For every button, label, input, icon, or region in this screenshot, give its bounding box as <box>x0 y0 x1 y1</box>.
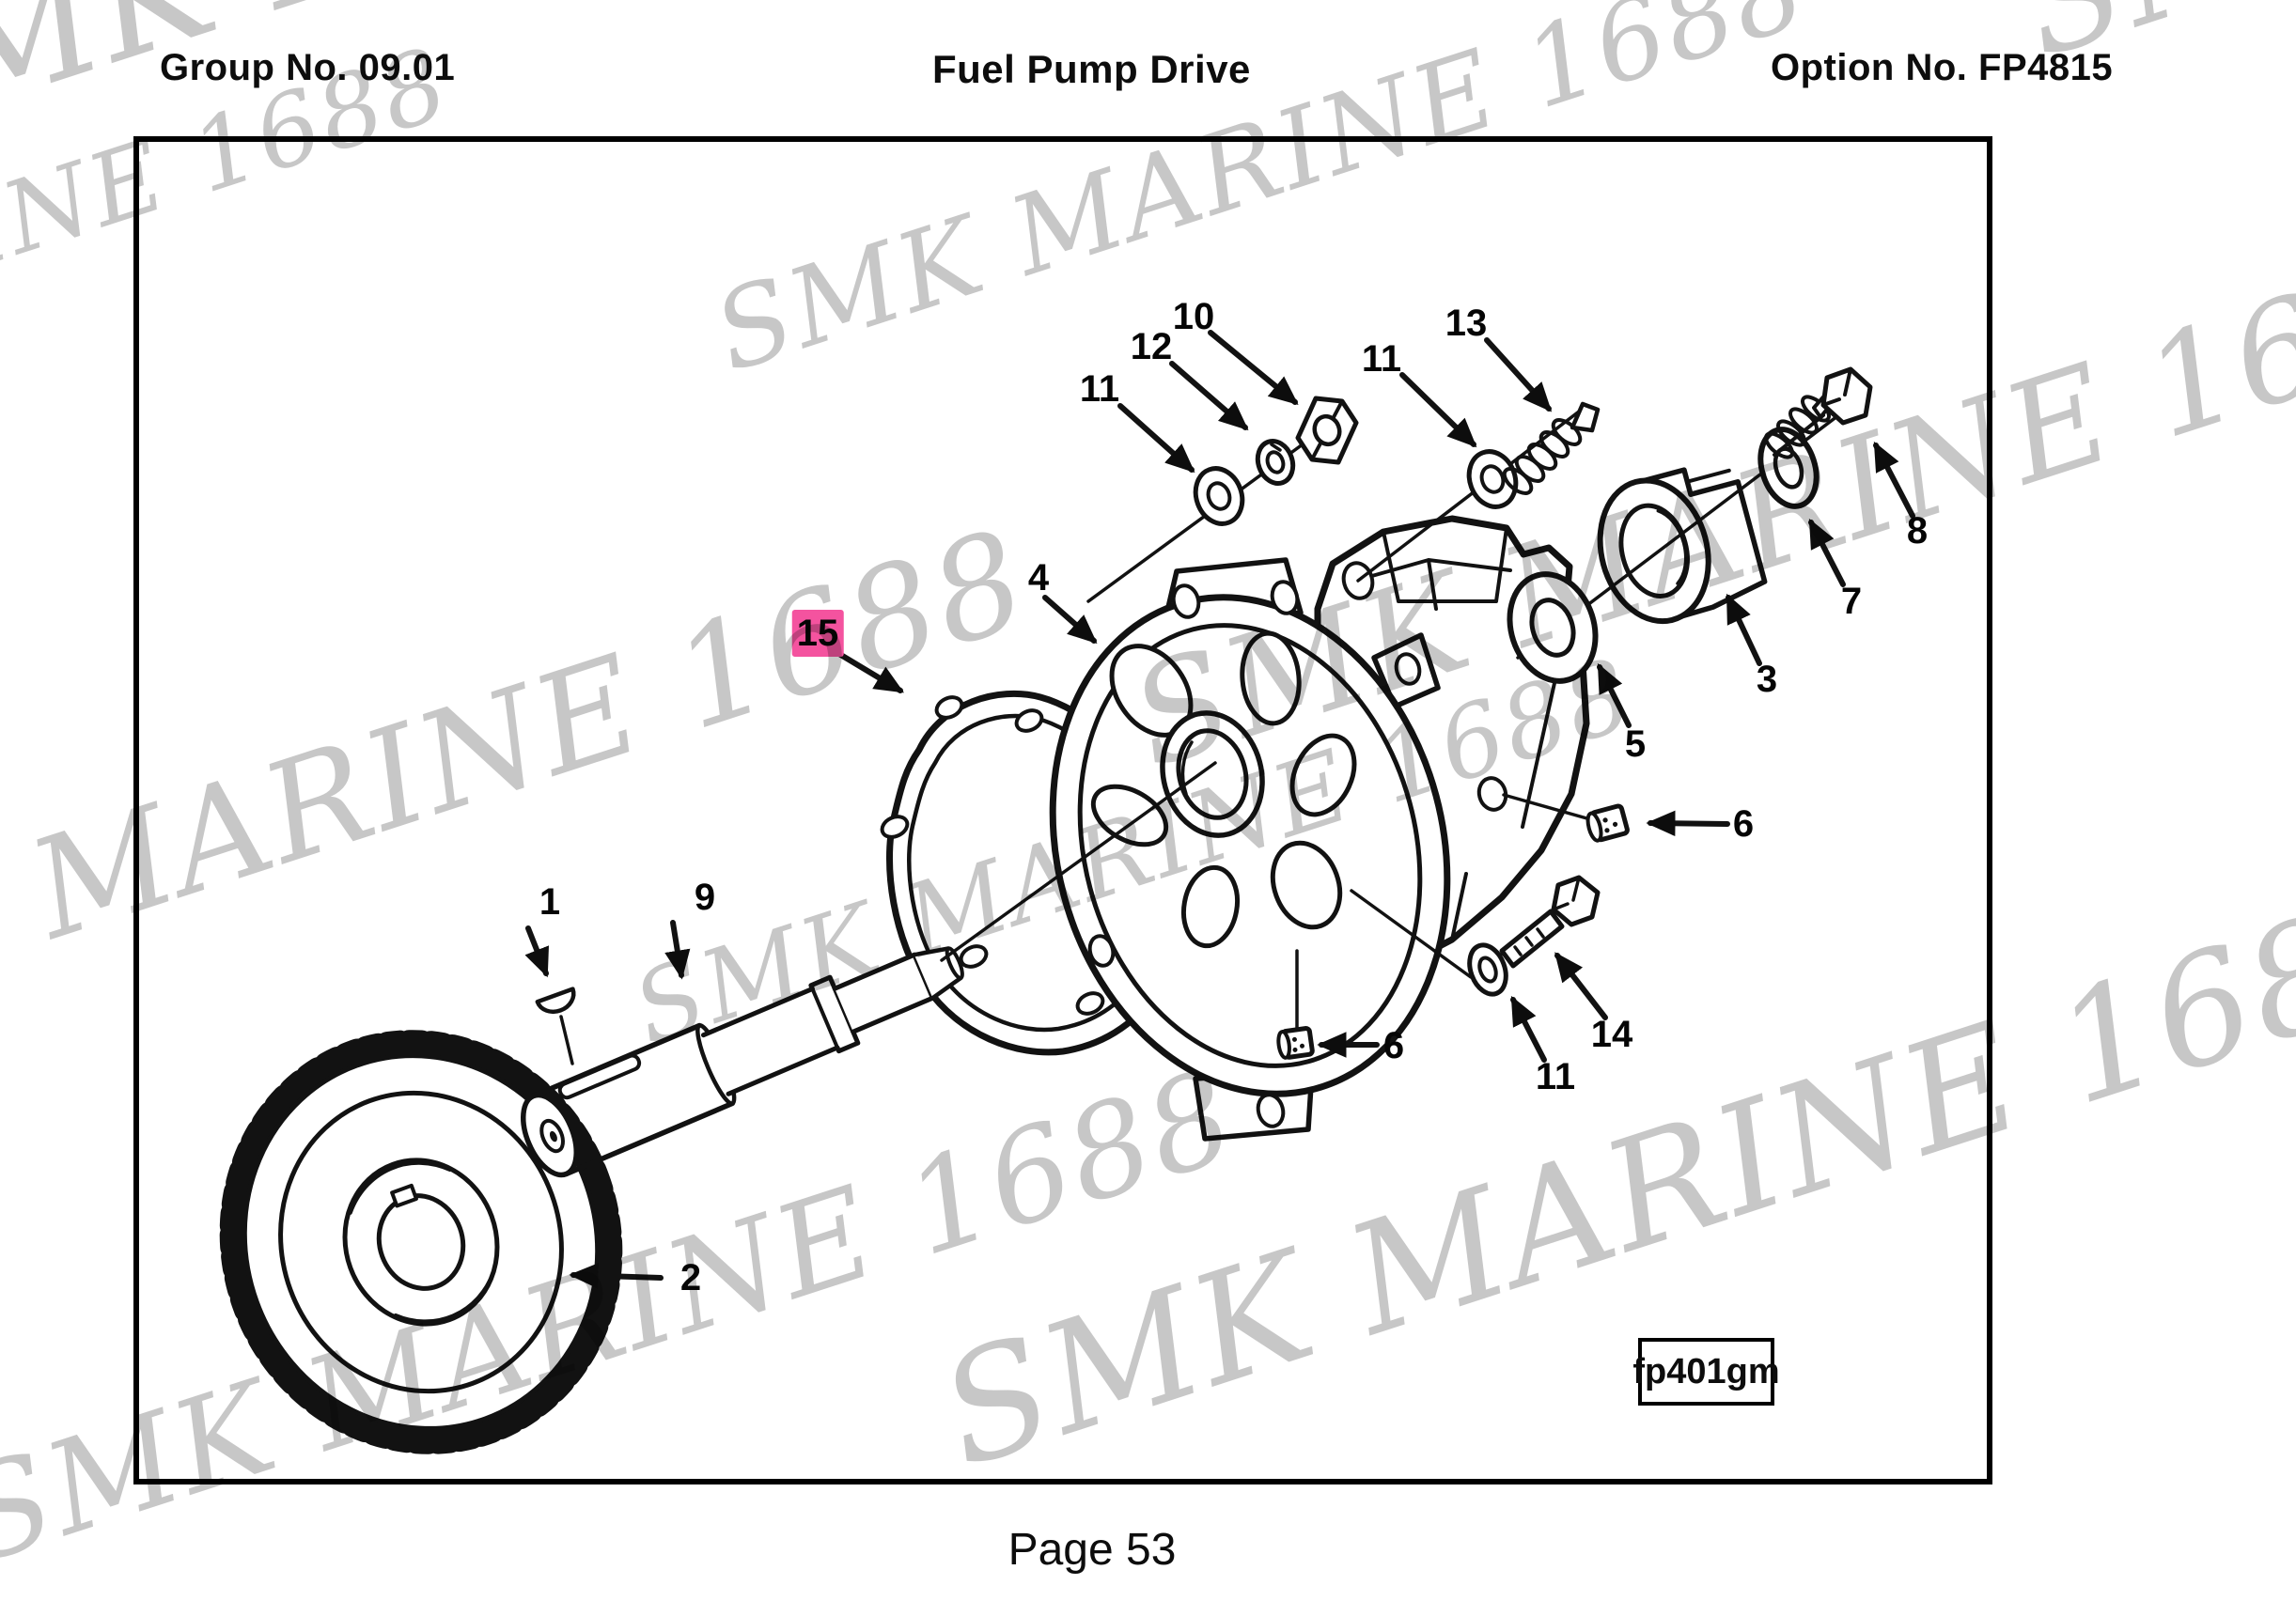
gear-drawing <box>219 1029 623 1455</box>
spring-13 <box>1502 401 1601 495</box>
callout-7: 7 <box>1840 581 1863 622</box>
callout-8: 8 <box>1906 510 1929 552</box>
callout-10: 10 <box>1172 296 1215 337</box>
washer-7 <box>1757 427 1820 509</box>
washer-5 <box>1507 571 1599 684</box>
callout-15: 15 <box>791 610 844 657</box>
cover-plate-drawing <box>1049 557 1451 1142</box>
washer-11-upper-left <box>1193 466 1245 526</box>
callout-11: 11 <box>1079 368 1120 410</box>
figure-border <box>133 136 1992 1484</box>
callout-2: 2 <box>679 1257 702 1298</box>
woodruff-key-drawing <box>535 987 576 1015</box>
callout-12: 12 <box>1130 326 1173 367</box>
callout-6: 6 <box>1732 803 1755 845</box>
option-number-label: Option No. FP4815 <box>1771 47 2114 88</box>
figure-code-box: fp401gm <box>1632 1338 1780 1406</box>
callout-14: 14 <box>1590 1014 1633 1055</box>
bolt-14 <box>1499 875 1601 969</box>
washer-11-upper-right <box>1466 449 1519 509</box>
bolt-8 <box>1763 366 1873 459</box>
callout-9: 9 <box>694 877 716 918</box>
callout-1: 1 <box>539 881 561 923</box>
page-number: Page 53 <box>1007 1525 1177 1575</box>
group-number-label: Group No. 09.01 <box>160 47 456 88</box>
callout-6: 6 <box>1382 1025 1405 1066</box>
coupling-drawing <box>1597 467 1768 625</box>
plug-6-upper <box>1585 803 1630 843</box>
lock-washer-12 <box>1255 439 1296 486</box>
callout-3: 3 <box>1756 659 1778 700</box>
callout-11: 11 <box>1535 1056 1576 1097</box>
callout-11: 11 <box>1361 338 1402 380</box>
washer-11-lower <box>1467 942 1508 997</box>
shaft-drawing <box>521 946 964 1178</box>
callout-13: 13 <box>1445 303 1488 344</box>
page-title: Fuel Pump Drive <box>932 47 1251 91</box>
plug-6-lower <box>1276 1026 1315 1060</box>
nut-10 <box>1295 396 1359 465</box>
callout-arrows <box>524 330 1915 1289</box>
callout-4: 4 <box>1027 557 1050 598</box>
callout-5: 5 <box>1624 723 1647 765</box>
